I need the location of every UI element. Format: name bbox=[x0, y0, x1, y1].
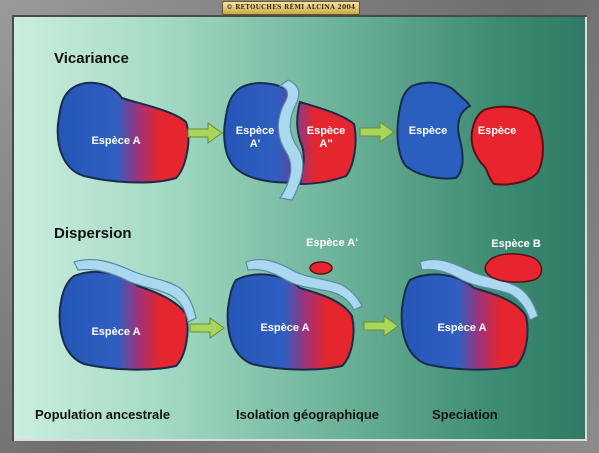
dispersion-stage2-water bbox=[245, 258, 363, 311]
vicariance-stage3-right-label: Espèce bbox=[478, 125, 517, 137]
vicariance-title: Vicariance bbox=[54, 50, 129, 67]
dispersion-stage2-population bbox=[226, 273, 355, 371]
vicariance-stage2-left-label-line2: A' bbox=[250, 138, 261, 150]
vicariance-stage2-left-label-line1: Espèce bbox=[236, 125, 275, 137]
vicariance-stage1-label: Espèce A bbox=[91, 135, 140, 147]
dispersion-stage3-island bbox=[484, 253, 543, 283]
dispersion-stage2-island-label: Espèce A' bbox=[306, 237, 358, 249]
dispersion-ancestral-population bbox=[58, 270, 189, 371]
vicariance-species-left bbox=[396, 81, 472, 180]
vicariance-river-barrier bbox=[277, 79, 304, 201]
dispersion-stage1-water bbox=[73, 258, 197, 323]
vicariance-ancestral-population bbox=[56, 81, 190, 184]
caption-speciation: Speciation bbox=[432, 407, 498, 422]
vicariance-species-right bbox=[470, 105, 544, 186]
dispersion-stage2-island bbox=[309, 261, 333, 275]
vicariance-arrow-1 bbox=[187, 122, 223, 144]
dispersion-title: Dispersion bbox=[54, 225, 132, 242]
credit-badge: © RETOUCHES RÉMI ALCINA 2004 bbox=[222, 1, 360, 15]
dispersion-stage3-water bbox=[419, 258, 539, 321]
dispersion-stage2-label: Espèce A bbox=[260, 322, 309, 334]
vicariance-population-right bbox=[296, 100, 357, 186]
vicariance-arrow-2 bbox=[359, 121, 395, 143]
dispersion-arrow-1 bbox=[189, 317, 225, 339]
dispersion-stage3-population bbox=[400, 273, 529, 371]
dispersion-stage3-island-label: Espèce B bbox=[491, 238, 541, 250]
vicariance-stage2-right-label-line1: Espèce bbox=[307, 125, 346, 137]
dispersion-stage1-label: Espèce A bbox=[91, 326, 140, 338]
caption-geographic-isolation: Isolation géographique bbox=[236, 407, 379, 422]
vicariance-stage3-left-label: Espèce bbox=[409, 125, 448, 137]
dispersion-arrow-2 bbox=[363, 315, 399, 337]
caption-ancestral-population: Population ancestrale bbox=[35, 407, 170, 422]
vicariance-stage2-right-label-line2: A'' bbox=[319, 138, 333, 150]
dispersion-stage3-label: Espèce A bbox=[437, 322, 486, 334]
